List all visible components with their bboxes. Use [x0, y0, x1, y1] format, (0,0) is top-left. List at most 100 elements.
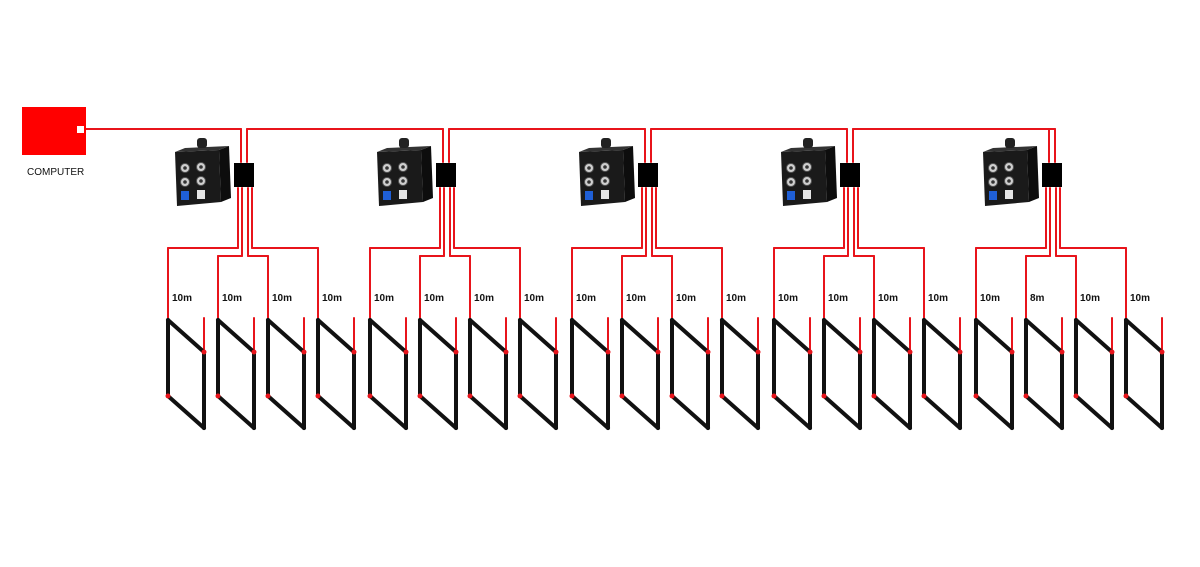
- loop-joint: [569, 393, 575, 399]
- loop-joint: [201, 349, 207, 355]
- connector-pin: [183, 180, 187, 184]
- loop-joint: [807, 349, 813, 355]
- loop-segment: [418, 394, 458, 430]
- loop-segment: [518, 318, 558, 354]
- loop-joint: [1159, 349, 1165, 355]
- controller-box-icon[interactable]: [377, 138, 433, 206]
- loop-segment: [316, 394, 356, 430]
- loop-segment: [166, 318, 206, 354]
- loop-joint: [907, 349, 913, 355]
- loop-joint: [1023, 393, 1029, 399]
- loop-length-label: 10m: [172, 293, 192, 304]
- loop-length-label: 10m: [222, 293, 242, 304]
- loop-length-label: 10m: [374, 293, 394, 304]
- loop-segment: [1124, 318, 1164, 354]
- controller-box-icon[interactable]: [983, 138, 1039, 206]
- device-handle: [601, 138, 611, 148]
- loop-segment: [570, 394, 610, 430]
- controller-box-icon[interactable]: [579, 138, 635, 206]
- loop-joint: [669, 393, 675, 399]
- loop-length-label: 10m: [726, 293, 746, 304]
- loop-segment: [620, 394, 660, 430]
- loop-joint: [871, 393, 877, 399]
- connector-pin: [385, 166, 389, 170]
- connector-pin: [603, 165, 607, 169]
- detector-loop: 10m: [367, 293, 409, 430]
- device-handle: [399, 138, 409, 148]
- device-handle: [803, 138, 813, 148]
- loop-length-label: 10m: [474, 293, 494, 304]
- loop-joint: [1073, 393, 1079, 399]
- detector-loop: 10m: [669, 293, 711, 430]
- loop-segment: [822, 394, 862, 430]
- detector-loop: 10m: [165, 293, 207, 430]
- device-top: [983, 146, 1037, 152]
- units-layer: [175, 138, 1062, 206]
- detector-loop: 10m: [719, 293, 761, 430]
- loop-segment: [468, 318, 508, 354]
- loop-length-label: 10m: [524, 293, 544, 304]
- loop-joint: [553, 349, 559, 355]
- detector-loop: 10m: [1073, 293, 1115, 430]
- controller-box-icon[interactable]: [175, 138, 231, 206]
- junction-box-icon[interactable]: [638, 163, 658, 187]
- device-side: [219, 146, 231, 202]
- computer-label: COMPUTER: [27, 167, 84, 178]
- connector-pin: [991, 180, 995, 184]
- detector-loop: 10m: [973, 293, 1015, 430]
- loop-length-label: 10m: [424, 293, 444, 304]
- loop-length-label: 10m: [778, 293, 798, 304]
- unit-1: [175, 138, 254, 206]
- unit-4: [781, 138, 860, 206]
- computer-icon[interactable]: [22, 107, 86, 155]
- junction-box-icon[interactable]: [1042, 163, 1062, 187]
- loop-length-label: 10m: [676, 293, 696, 304]
- loop-segment: [670, 318, 710, 354]
- detector-loop: 10m: [921, 293, 963, 430]
- loop-joint: [1059, 349, 1065, 355]
- loop-segment: [1024, 318, 1064, 354]
- detector-loop: 10m: [821, 293, 863, 430]
- loop-segment: [1024, 394, 1064, 430]
- junction-box-icon[interactable]: [840, 163, 860, 187]
- loop-joint: [771, 393, 777, 399]
- detector-loop: 10m: [569, 293, 611, 430]
- loop-segment: [166, 394, 206, 430]
- network-port: [989, 191, 997, 200]
- loop-segment: [418, 318, 458, 354]
- loop-segment: [1124, 394, 1164, 430]
- detector-loop: 10m: [265, 293, 307, 430]
- loop-segment: [720, 318, 760, 354]
- network-port: [787, 191, 795, 200]
- loop-segment: [720, 394, 760, 430]
- detector-loop: 10m: [417, 293, 459, 430]
- junction-box-icon[interactable]: [436, 163, 456, 187]
- loop-segment: [1074, 318, 1114, 354]
- connector-pin: [199, 165, 203, 169]
- connector-pin: [199, 179, 203, 183]
- loops-layer: 10m 10m 10m 10m 10m 10m 10m 10m 10m 10m 10m 10m 10m 1…: [165, 293, 1165, 430]
- device-side: [1027, 146, 1039, 202]
- unit-5: [983, 138, 1062, 206]
- connector-pin: [587, 166, 591, 170]
- loop-segment: [266, 318, 306, 354]
- loop-joint: [921, 393, 927, 399]
- connector-pin: [1007, 179, 1011, 183]
- loop-segment: [368, 318, 408, 354]
- loop-segment: [772, 394, 812, 430]
- controller-box-icon[interactable]: [781, 138, 837, 206]
- loop-joint: [973, 393, 979, 399]
- loop-segment: [1074, 394, 1114, 430]
- device-side: [421, 146, 433, 202]
- network-port: [181, 191, 189, 200]
- junction-box-icon[interactable]: [234, 163, 254, 187]
- loop-joint: [655, 349, 661, 355]
- loop-joint: [1009, 349, 1015, 355]
- device-handle: [197, 138, 207, 148]
- connector-pin: [401, 165, 405, 169]
- connector-pin: [991, 166, 995, 170]
- loop-length-label: 10m: [980, 293, 1000, 304]
- connector-pin: [603, 179, 607, 183]
- loop-segment: [316, 318, 356, 354]
- loop-joint: [605, 349, 611, 355]
